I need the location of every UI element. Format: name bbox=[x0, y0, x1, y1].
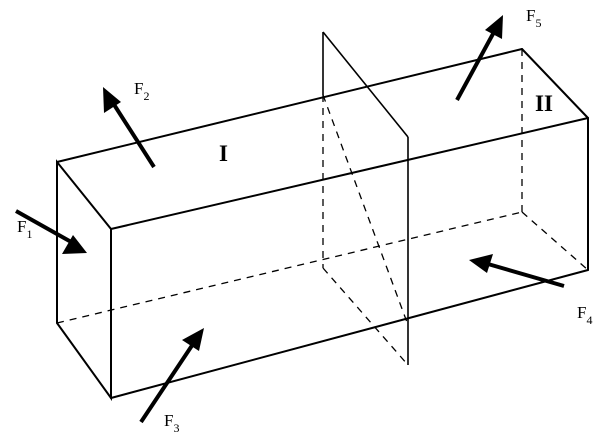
force-arrows bbox=[15, 15, 565, 424]
prism bbox=[56, 48, 589, 402]
prism-hidden-bottom-right-edge bbox=[521, 211, 589, 271]
force-label-f4: F4 bbox=[577, 303, 592, 327]
plane-hidden-back-section bbox=[322, 94, 409, 326]
force-label-f1: F1 bbox=[17, 217, 32, 241]
force-label-f5: F5 bbox=[526, 6, 541, 30]
prism-top-front-edge bbox=[110, 117, 589, 230]
force-arrow-f5 bbox=[455, 15, 503, 101]
arrowhead-f5-icon bbox=[485, 15, 503, 39]
force-arrow-f4 bbox=[469, 254, 565, 288]
arrowhead-f2-icon bbox=[103, 87, 121, 113]
force-arrow-f3 bbox=[139, 328, 204, 424]
prism-bottom-front-edge bbox=[110, 269, 589, 399]
prism-top-right-edge bbox=[521, 48, 589, 119]
arrowhead-f4-icon bbox=[469, 254, 493, 273]
force-label-f2: F2 bbox=[134, 79, 149, 103]
plane-top-diagonal-edge bbox=[322, 31, 409, 138]
arrowhead-f3-icon bbox=[182, 328, 204, 351]
arrowhead-f1-icon bbox=[62, 235, 87, 254]
prism-top-back-edge bbox=[56, 48, 523, 163]
force-arrow-f2 bbox=[103, 87, 156, 169]
region-label-left: I bbox=[219, 141, 228, 166]
force-labels: F1 F2 F3 F4 F5 bbox=[17, 6, 592, 435]
prism-front-face bbox=[56, 159, 112, 402]
cutting-plane bbox=[322, 31, 409, 366]
force-label-f3: F3 bbox=[164, 411, 179, 435]
plane-hidden-bottom-edge bbox=[322, 267, 409, 366]
prism-hidden-bottom-back-edge bbox=[56, 211, 523, 324]
region-label-right: II bbox=[535, 91, 553, 116]
force-arrow-f1 bbox=[15, 209, 87, 254]
